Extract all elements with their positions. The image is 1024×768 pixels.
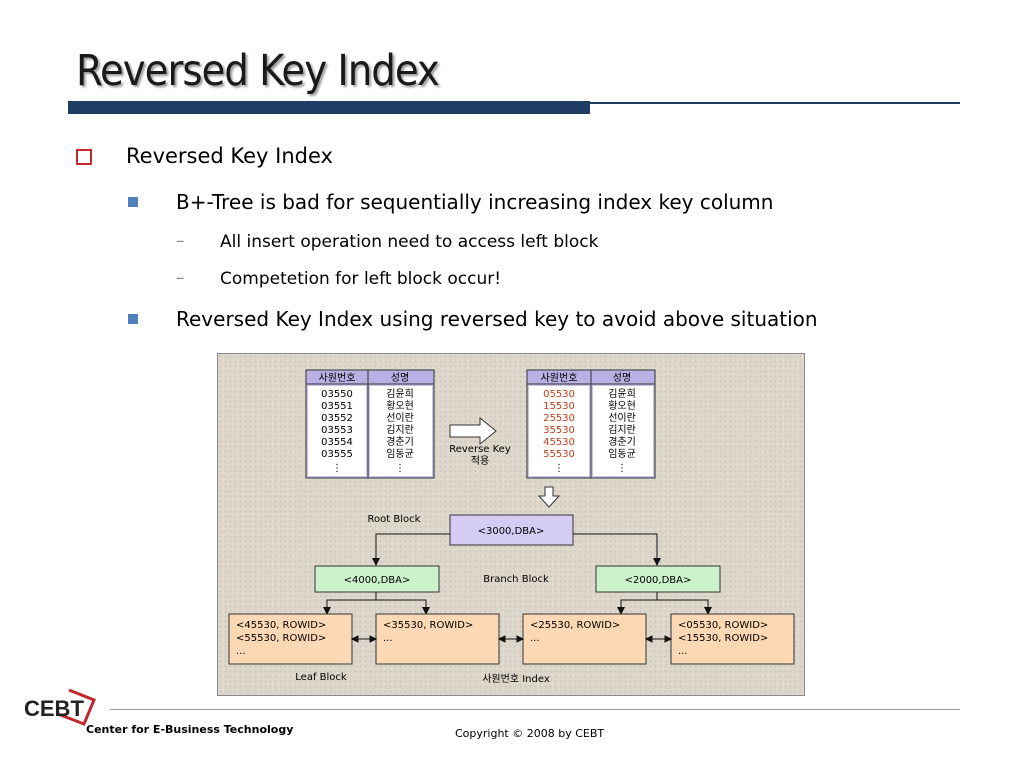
root-block-label: Root Block [368,514,421,525]
table-cell: 03554 [321,437,353,448]
copyright-text: Copyright © 2008 by CEBT [455,727,605,740]
reversed-id-cell: 15530 [543,401,575,412]
reversed-id-cell: 55530 [543,449,575,460]
connector-arrow [617,592,658,615]
bullet-text: B+-Tree is bad for sequentially increasi… [176,190,774,214]
table-cell: 황오현 [608,400,636,412]
table-cell: 경춘기 [608,435,636,448]
connector-arrow [573,533,661,566]
original-key-table: 사원번호 성명 03550 03551 03552 03553 03554 03… [305,369,435,479]
table-header-id: 사원번호 [541,372,578,384]
branch-block-right [595,565,721,593]
leaf-entry: ... [530,633,540,644]
branch-block-value: <4000,DBA> [344,575,411,586]
dash-bullet-icon: – [176,231,185,251]
table-cell: 김윤희 [386,388,414,400]
ellipsis: ⋮ [554,463,564,474]
bullet-text: All insert operation need to access left… [220,232,599,252]
table-cell: 김지란 [386,424,414,436]
arrow-label: Reverse Key [449,444,511,455]
leaf-entry: <35530, ROWID> [383,620,473,631]
reversed-key-index-figure: 사원번호 성명 03550 03551 03552 03553 03554 03… [217,353,805,696]
reversed-id-cell: 35530 [543,425,575,436]
table-header-name: 성명 [613,372,631,384]
branch-block-left [314,565,440,593]
leaf-block: <45530, ROWID> <55530, ROWID> ... [228,613,353,665]
cebt-logo: CEBT [22,684,102,730]
title-underline-thin [590,102,960,104]
leaf-entry: ... [236,646,246,657]
leaf-entry: <25530, ROWID> [530,620,620,631]
table-header-id: 사원번호 [319,372,356,384]
branch-block-value: <2000,DBA> [625,575,692,586]
table-cell: 03550 [321,389,353,400]
ellipsis: ⋮ [332,463,342,474]
root-block [449,514,574,546]
connector-arrow [375,592,430,615]
down-arrow-icon [537,486,561,508]
slide-title: Reversed Key Index [76,46,440,96]
connector-arrow [656,592,712,615]
table-cell: 김윤희 [608,388,636,400]
arrow-label: 적용 [471,455,489,467]
table-cell: 03555 [321,449,353,460]
reversed-key-table: 사원번호 성명 05530 15530 25530 35530 45530 55… [526,369,656,479]
leaf-link-double-arrow [350,635,673,643]
organization-name: Center for E-Business Technology [86,723,294,736]
table-cell: 03552 [321,413,353,424]
bullet-text: Competetion for left block occur! [220,269,502,289]
leaf-block-label: Leaf Block [295,672,347,683]
leaf-entry: <55530, ROWID> [236,633,326,644]
table-cell: 임동균 [608,447,636,460]
title-underline-thick [68,101,590,114]
table-cell: 선이란 [386,412,414,424]
square-bullet-icon [128,314,138,324]
table-cell: 경춘기 [386,435,414,448]
table-header-name: 성명 [391,372,409,384]
connector-arrow [323,592,377,615]
leaf-entry: <15530, ROWID> [678,633,768,644]
root-block-value: <3000,DBA> [478,526,545,537]
reversed-id-cell: 05530 [543,389,575,400]
branch-block-label: Branch Block [483,574,549,585]
table-cell: 03553 [321,425,353,436]
table-cell: 임동균 [386,447,414,460]
hollow-square-bullet-icon [76,149,92,165]
reversed-id-cell: 25530 [543,413,575,424]
leaf-entry: <05530, ROWID> [678,620,768,631]
ellipsis: ⋮ [395,463,405,474]
bullet-text: Reversed Key Index using reversed key to… [176,307,818,331]
index-caption: 사원번호 Index [482,673,550,685]
connector-arrow [372,533,450,566]
reverse-key-arrow: Reverse Key 적용 [449,416,511,467]
reversed-id-cell: 45530 [543,437,575,448]
table-cell: 황오현 [386,400,414,412]
square-bullet-icon [128,197,138,207]
table-cell: 선이란 [608,412,636,424]
ellipsis: ⋮ [617,463,627,474]
footer-divider [110,709,960,710]
leaf-block: <05530, ROWID> <15530, ROWID> ... [670,613,795,665]
leaf-entry: ... [383,633,393,644]
logo-text: CEBT [24,696,84,721]
dash-bullet-icon: – [176,268,185,288]
bullet-text: Reversed Key Index [126,144,333,168]
table-cell: 03551 [321,401,353,412]
leaf-block: <35530, ROWID> ... [375,613,500,665]
table-cell: 김지란 [608,424,636,436]
leaf-entry: ... [678,646,688,657]
leaf-entry: <45530, ROWID> [236,620,326,631]
leaf-block: <25530, ROWID> ... [522,613,647,665]
